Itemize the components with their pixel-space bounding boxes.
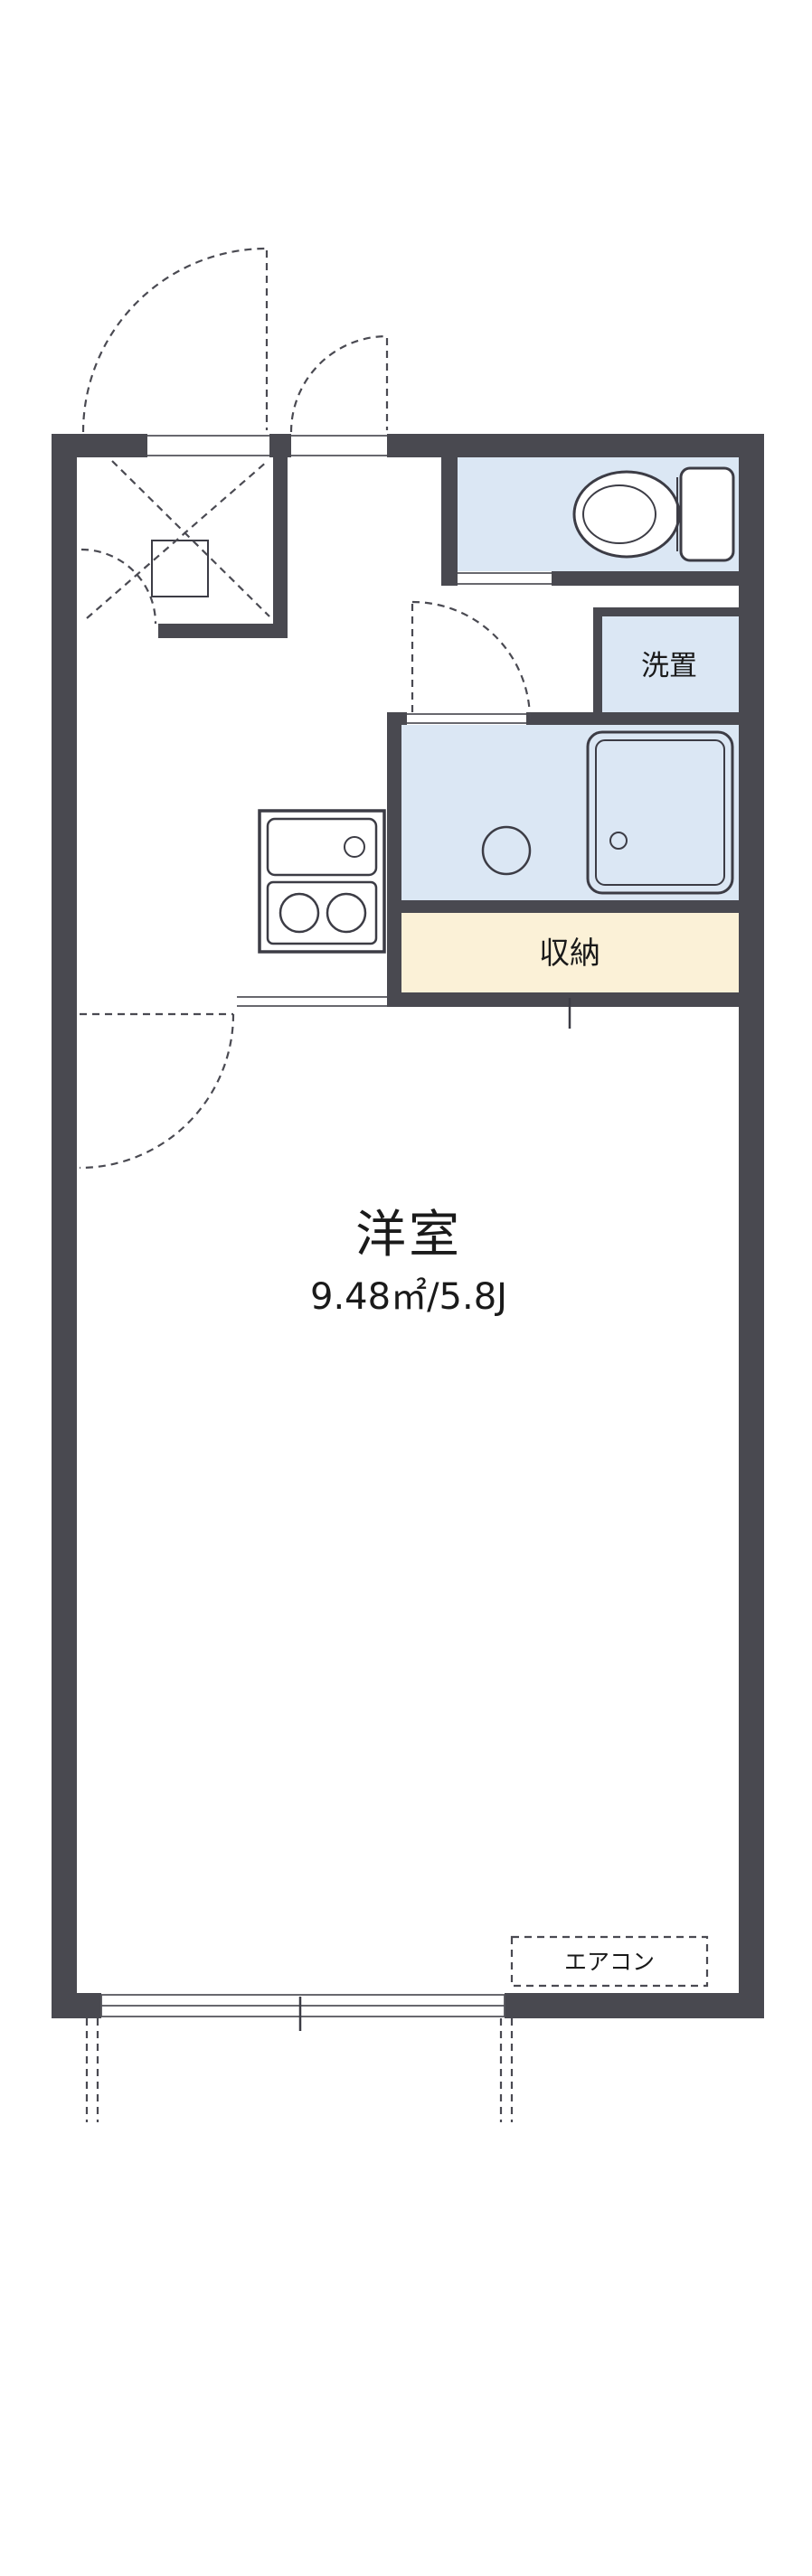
kitchen-counter (258, 809, 386, 954)
storage-closet-floor (401, 913, 739, 992)
genkan-door-swing-x (86, 460, 270, 619)
bathroom-fixtures (481, 730, 734, 895)
room-door-arc (79, 1013, 235, 1170)
room-area-label: 9.48㎡/5.8J (310, 1276, 507, 1318)
balcony-boundary-lines (85, 2018, 514, 2122)
kitchen-sink-drain (344, 836, 365, 858)
room-floors (401, 457, 739, 992)
toilet-bowl (572, 470, 681, 559)
toilet-tank (679, 466, 735, 562)
genkan-door-arc (80, 548, 157, 625)
kitchen-counter-outline (258, 809, 386, 954)
entrance-door-arc-2 (289, 334, 388, 433)
genkan (80, 460, 270, 625)
bathtub (586, 730, 734, 895)
room-door-swing (79, 1012, 235, 1170)
stove-burner-right (326, 892, 367, 934)
opening-lines (100, 435, 552, 2017)
bath-door-arc (411, 600, 532, 720)
aircon-unit (510, 1935, 709, 1988)
stove-burner-left (279, 892, 320, 934)
bathroom-floor (401, 725, 739, 900)
window-center-ticks (298, 998, 571, 2031)
entrance-door-swing (81, 247, 389, 433)
aircon-box (510, 1935, 709, 1988)
laundry-area-floor (602, 616, 739, 712)
washing-area-drain (481, 825, 532, 876)
bathtub-drain (609, 832, 628, 850)
shoe-cabinet (151, 540, 209, 597)
storage-label: 収納 (539, 935, 600, 972)
toilet-fixture (572, 466, 735, 562)
bathtub-inner (595, 739, 725, 886)
kitchen-sink (266, 817, 378, 877)
laundry-label: 洗置 (641, 650, 697, 682)
entrance-door-arc (81, 247, 268, 433)
toilet-bowl-inner (582, 484, 656, 544)
bath-door-swing (411, 600, 532, 720)
kitchen-stove-outline (266, 880, 378, 945)
aircon-label: エアコン (564, 1949, 655, 1975)
room-name-label: 洋室 (355, 1206, 462, 1264)
